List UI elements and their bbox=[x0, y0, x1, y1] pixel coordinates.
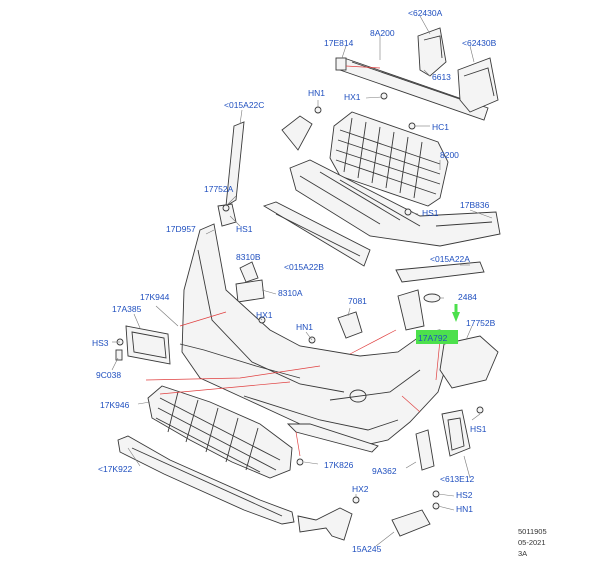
reference-date: 05-2021 bbox=[518, 538, 546, 547]
callout-17K944: 17K944 bbox=[140, 292, 170, 302]
callout-17K826: 17K826 bbox=[324, 460, 354, 470]
callout-17752A: 17752A bbox=[204, 184, 234, 194]
callout-17A385: 17A385 bbox=[112, 304, 142, 314]
callout-HS1-mid: HS1 bbox=[422, 208, 439, 218]
license-plate-bracket-17A385 bbox=[125, 325, 171, 365]
callout-17A792: 17A792 bbox=[418, 333, 448, 343]
reference-revision: 3A bbox=[518, 549, 527, 558]
bracket-62430A bbox=[417, 27, 447, 77]
bracket-15A245 bbox=[391, 509, 431, 537]
callouts: <62430A 17E814 8A200 <62430B 6613 HN1 HX… bbox=[92, 8, 497, 554]
strip-015A22C-upper-right bbox=[281, 115, 313, 151]
callout-8310A: 8310A bbox=[278, 288, 303, 298]
callout-8310B: 8310B bbox=[236, 252, 261, 262]
callout-17B836: 17B836 bbox=[460, 200, 490, 210]
leader-lines bbox=[111, 15, 493, 547]
drawing-reference: 5011905 05-2021 3A bbox=[518, 527, 547, 558]
callout-9C038: 9C038 bbox=[96, 370, 121, 380]
callout-8200: 8200 bbox=[440, 150, 459, 160]
clip-17E814 bbox=[335, 57, 347, 71]
callout-HX1-top: HX1 bbox=[344, 92, 361, 102]
callout-6613: 6613 bbox=[432, 72, 451, 82]
callout-HS1-left: HS1 bbox=[236, 224, 253, 234]
callout-17D957: 17D957 bbox=[166, 224, 196, 234]
callout-HS3: HS3 bbox=[92, 338, 109, 348]
callout-15A245: 15A245 bbox=[352, 544, 382, 554]
red-routing-lines bbox=[145, 65, 441, 457]
callout-HX1-mid: HX1 bbox=[256, 310, 273, 320]
callout-613E12: <613E12 bbox=[440, 474, 475, 484]
bracket-62430B bbox=[457, 57, 499, 113]
callout-015A22C: <015A22C bbox=[224, 100, 264, 110]
bracket-9A362 bbox=[415, 429, 435, 471]
cover-8310B bbox=[239, 261, 259, 283]
cover-8310A bbox=[235, 279, 265, 303]
callout-HN1-bottom: HN1 bbox=[456, 504, 473, 514]
callout-HN1-top: HN1 bbox=[308, 88, 325, 98]
strip-015A22C-upper bbox=[225, 121, 245, 207]
lower-lip-strip bbox=[286, 423, 379, 453]
callout-9A362: 9A362 bbox=[372, 466, 397, 476]
callout-015A22A: <015A22A bbox=[430, 254, 470, 264]
reference-number: 5011905 bbox=[518, 527, 547, 536]
strip-015A22B bbox=[262, 201, 371, 267]
side-bracket-lower-left bbox=[297, 507, 353, 541]
callout-HC1: HC1 bbox=[432, 122, 449, 132]
highlight-17A792 bbox=[416, 304, 460, 344]
tow-cover-7081 bbox=[337, 311, 363, 339]
fasteners bbox=[116, 92, 484, 510]
callout-7081: 7081 bbox=[348, 296, 367, 306]
skid-plate-17K922 bbox=[117, 435, 295, 525]
strip-015A22A bbox=[395, 261, 485, 283]
callout-8A200: 8A200 bbox=[370, 28, 395, 38]
callout-HX2: HX2 bbox=[352, 484, 369, 494]
callout-62430A: <62430A bbox=[408, 8, 443, 18]
callout-62430B: <62430B bbox=[462, 38, 497, 48]
callout-HS2: HS2 bbox=[456, 490, 473, 500]
upper-bumper-17B836 bbox=[289, 159, 501, 247]
callout-015A22B: <015A22B bbox=[284, 262, 324, 272]
grille-8200 bbox=[329, 111, 449, 207]
callout-17E814: 17E814 bbox=[324, 38, 354, 48]
callout-17K946: 17K946 bbox=[100, 400, 130, 410]
plug-2484 bbox=[423, 293, 441, 303]
bracket-17A792 bbox=[397, 289, 425, 331]
callout-17752B: 17752B bbox=[466, 318, 496, 328]
bolt-9C038 bbox=[115, 349, 123, 361]
callout-2484: 2484 bbox=[458, 292, 477, 302]
callout-HS1-right: HS1 bbox=[470, 424, 487, 434]
callout-17K922: <17K922 bbox=[98, 464, 133, 474]
lower-grille-17K946 bbox=[147, 385, 293, 479]
bracket-17752B bbox=[439, 335, 499, 389]
fog-lamp-613E12 bbox=[441, 409, 471, 457]
callout-HN1-mid: HN1 bbox=[296, 322, 313, 332]
